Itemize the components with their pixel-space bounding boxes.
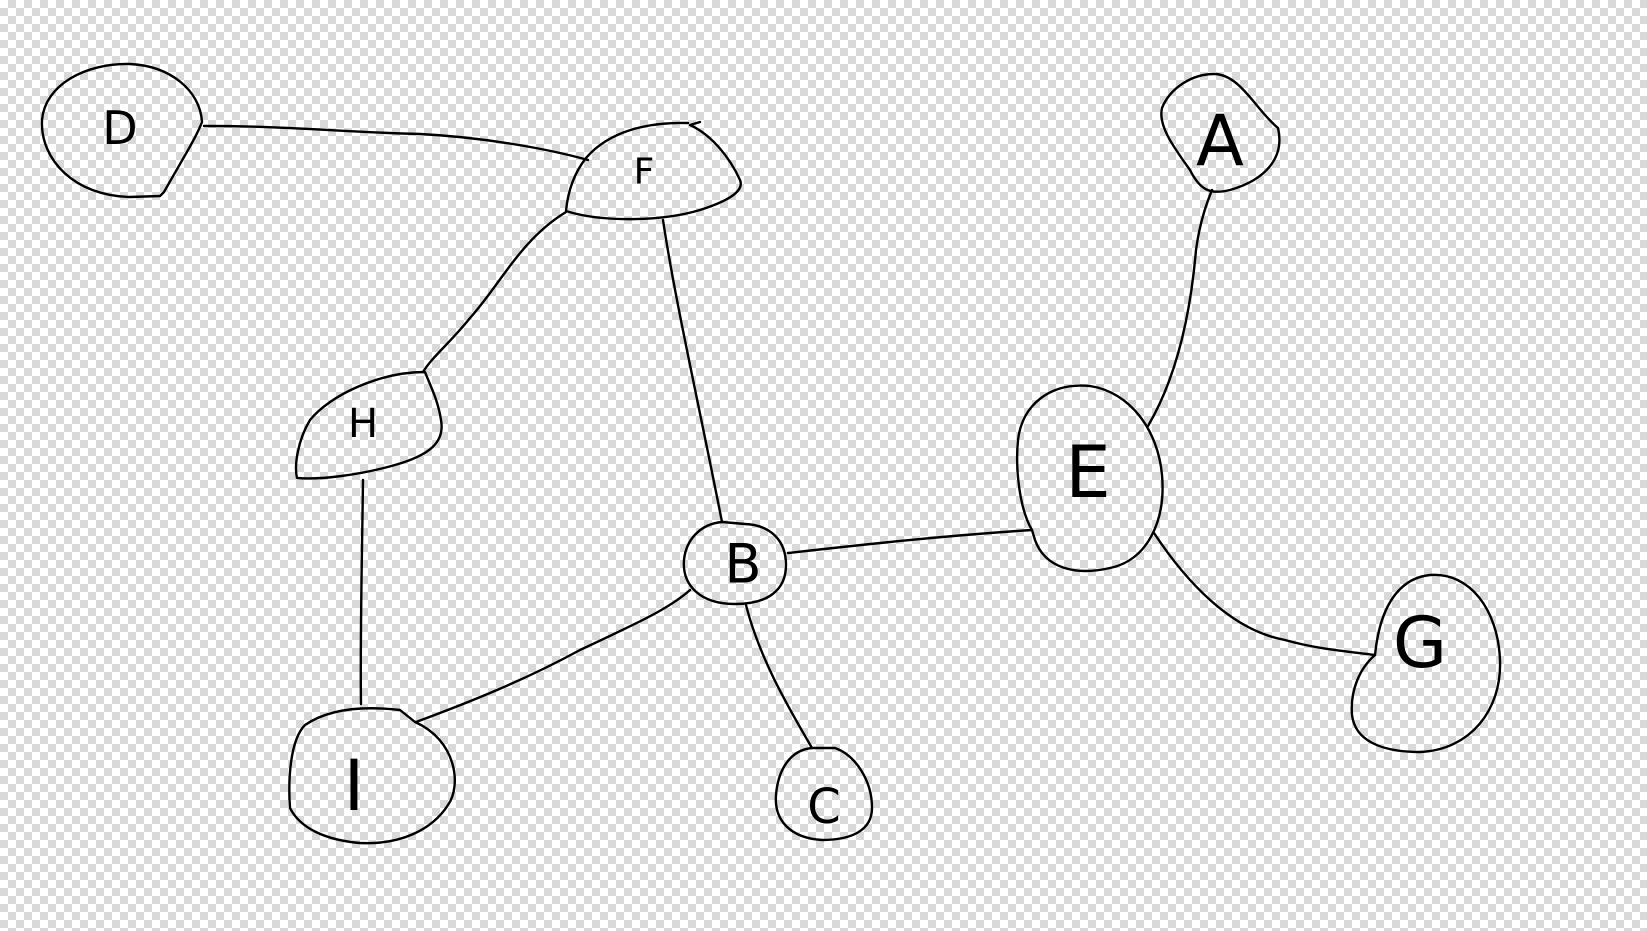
node-E-label: E (1065, 430, 1111, 514)
node-F-label: F (634, 152, 655, 193)
node-C-label: C (807, 779, 841, 835)
edge-B-C (744, 603, 814, 750)
node-F-outline (564, 120, 742, 221)
node-B[interactable]: B (682, 520, 788, 606)
edge-B-E (786, 528, 1034, 555)
edge-F-B (661, 218, 724, 524)
node-E[interactable]: E (1015, 384, 1164, 573)
node-G-outline (1350, 573, 1502, 754)
node-C[interactable]: C (774, 746, 874, 842)
node-H-outline (294, 370, 443, 480)
node-I-outline (288, 707, 456, 845)
edges (202, 124, 1377, 750)
node-I-label: I (344, 745, 365, 827)
node-I[interactable]: I (288, 707, 456, 845)
edge-E-G (1152, 531, 1377, 657)
edge-F-H (421, 210, 568, 374)
node-G[interactable]: G (1350, 573, 1502, 754)
node-F[interactable]: F (564, 120, 742, 221)
edge-H-I (359, 478, 365, 706)
edge-I-B (414, 588, 692, 724)
node-G-label: G (1393, 602, 1447, 684)
node-D-label: D (102, 101, 137, 155)
node-A-outline (1160, 72, 1281, 193)
node-B-outline (682, 520, 788, 606)
node-H[interactable]: H (294, 370, 443, 480)
node-D-outline (40, 62, 204, 199)
node-D[interactable]: D (40, 62, 204, 199)
edge-D-F (202, 124, 590, 162)
edge-E-A (1146, 188, 1214, 428)
node-H-label: H (348, 401, 378, 447)
node-B-label: B (724, 533, 761, 596)
node-E-outline (1015, 384, 1164, 573)
node-A-label: A (1196, 100, 1244, 182)
node-C-outline (774, 746, 874, 842)
node-A[interactable]: A (1160, 72, 1281, 193)
